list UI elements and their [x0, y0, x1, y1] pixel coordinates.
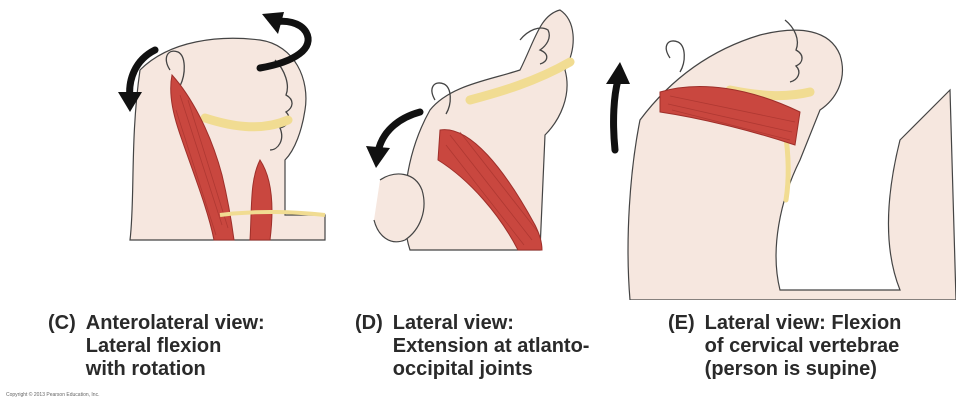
- head-skin: [405, 10, 574, 250]
- caption-lines: Lateral view: Extension at atlanto- occi…: [393, 312, 590, 381]
- panel-c-svg: [110, 0, 360, 300]
- caption-line: (person is supine): [705, 358, 902, 381]
- panel-e-svg: [600, 0, 956, 300]
- caption-panel-c: (C) Anterolateral view: Lateral flexion …: [48, 312, 265, 381]
- panel-e-illustration: [600, 0, 956, 300]
- caption-line: of cervical vertebrae: [705, 335, 902, 358]
- caption-line: Anterolateral view:: [86, 312, 265, 335]
- caption-letter: (D): [355, 312, 383, 335]
- caption-lines: Anterolateral view: Lateral flexion with…: [86, 312, 265, 381]
- caption-line: Lateral view:: [393, 312, 590, 335]
- flexion-arrow-head: [606, 62, 630, 84]
- caption-line: occipital joints: [393, 358, 590, 381]
- caption-line: Extension at atlanto-: [393, 335, 590, 358]
- caption-lines: Lateral view: Flexion of cervical verteb…: [705, 312, 902, 381]
- caption-panel-d: (D) Lateral view: Extension at atlanto- …: [355, 312, 589, 381]
- panel-c-illustration: [110, 0, 360, 300]
- panel-d-svg: [360, 0, 610, 300]
- caption-letter: (C): [48, 312, 76, 335]
- ear: [666, 41, 684, 72]
- caption-line: Lateral flexion: [86, 335, 265, 358]
- caption-line: Lateral view: Flexion: [705, 312, 902, 335]
- extension-arrow-head: [366, 146, 390, 168]
- extension-arrow: [378, 112, 420, 152]
- copyright-notice: Copyright © 2013 Pearson Education, Inc.: [6, 392, 99, 398]
- caption-panel-e: (E) Lateral view: Flexion of cervical ve…: [668, 312, 901, 381]
- panel-d-illustration: [360, 0, 610, 300]
- caption-line: with rotation: [86, 358, 265, 381]
- caption-letter: (E): [668, 312, 695, 335]
- flexion-arrow: [614, 80, 618, 150]
- rotation-arrow-head: [262, 12, 284, 34]
- head-skin: [628, 30, 956, 300]
